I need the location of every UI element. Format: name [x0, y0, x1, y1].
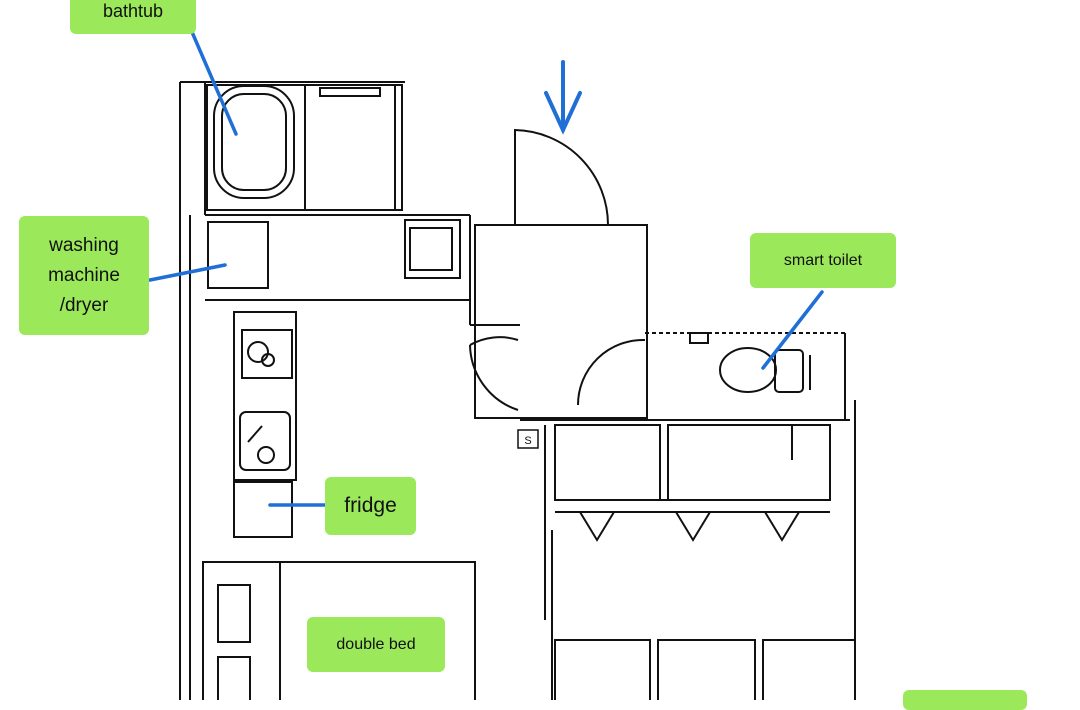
washing-machine-fixture [207, 221, 269, 289]
double-bed-fixture [202, 561, 476, 700]
left-outer-wall [179, 81, 405, 700]
bathroom [206, 84, 403, 211]
washing-machine-label-line1: washing [49, 234, 119, 256]
outlet-marker: S [517, 429, 539, 449]
svg-text:S: S [524, 435, 531, 447]
smart-toilet-pointer [761, 290, 824, 370]
entrance-hall [469, 128, 648, 419]
kitchen-counter [233, 311, 297, 481]
washing-machine-label: washing machine /dryer [19, 216, 149, 335]
sink-fixture-upper [404, 219, 461, 279]
down-arrow-icon [544, 60, 582, 135]
washing-machine-pointer [148, 263, 227, 282]
bathtub-label: bathtub [70, 0, 196, 34]
cropped-corner-label [903, 690, 1027, 710]
washing-machine-label-line2: machine [48, 264, 120, 286]
fridge-label: fridge [325, 477, 416, 535]
toilet-fixture [719, 347, 811, 393]
double-bed-label-text: double bed [336, 635, 416, 653]
storage-closets [544, 424, 831, 620]
double-bed-label: double bed [307, 617, 445, 672]
toilet-room [520, 332, 850, 421]
smart-toilet-label-text: smart toilet [783, 251, 863, 269]
fridge-label-text: fridge [344, 494, 397, 517]
utility-corridor [205, 214, 520, 326]
fridge-fixture [233, 481, 293, 538]
bathtub-label-text: bathtub [102, 0, 164, 21]
bathtub-pointer [190, 30, 238, 136]
smart-toilet-label: smart toilet [750, 233, 896, 288]
lower-room [551, 400, 856, 700]
bathtub-fixture [213, 85, 295, 199]
washing-machine-label-line3: /dryer [59, 294, 109, 316]
